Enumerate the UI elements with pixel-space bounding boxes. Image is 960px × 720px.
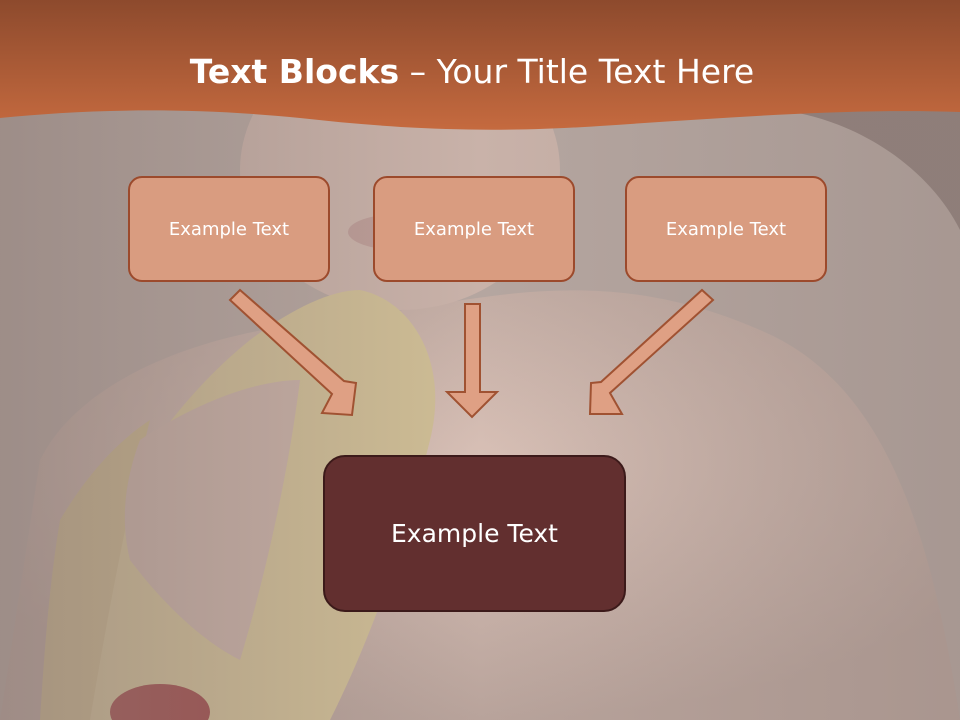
title-rest: Your Title Text Here [436, 52, 755, 91]
text-block-3-label: Example Text [665, 218, 787, 240]
text-block-1: Example Text [128, 176, 330, 282]
target-text-block: Example Text [323, 455, 626, 612]
text-block-1-label: Example Text [168, 218, 290, 240]
title-separator: – [399, 52, 437, 91]
target-text-block-label: Example Text [391, 519, 558, 548]
slide-title: Text Blocks – Your Title Text Here [0, 52, 944, 91]
text-block-2-label: Example Text [413, 218, 535, 240]
arrow-right-diagonal [588, 288, 715, 415]
title-bold: Text Blocks [189, 52, 400, 91]
arrow-left-diagonal [228, 288, 358, 417]
header-banner [0, 0, 960, 130]
text-block-3: Example Text [625, 176, 827, 282]
arrow-down [444, 303, 500, 419]
text-block-2: Example Text [373, 176, 575, 282]
